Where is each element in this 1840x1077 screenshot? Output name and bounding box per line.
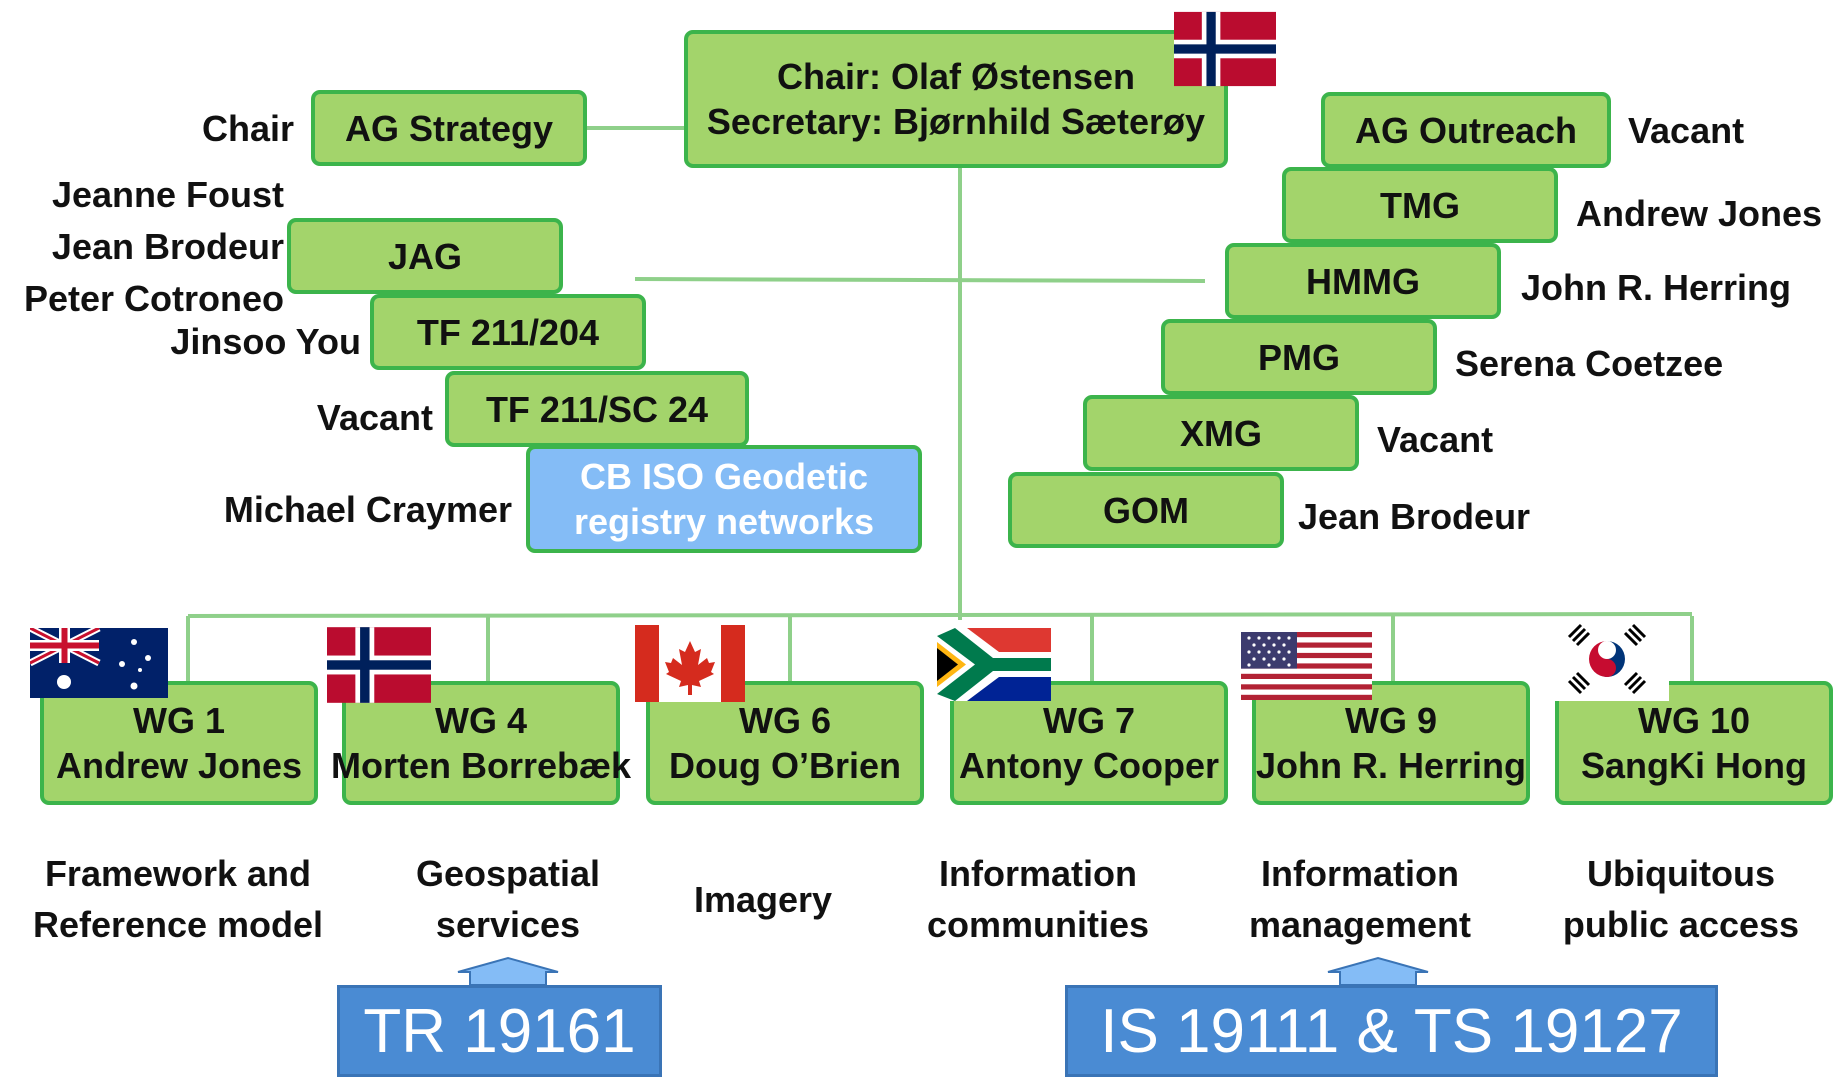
wg-name: WG 6 — [738, 700, 831, 741]
arrow-up-icon — [457, 956, 559, 986]
norway-flag-icon — [327, 626, 431, 704]
standard-box-is19111[interactable]: IS 19111 & TS 19127 — [1065, 985, 1718, 1077]
group-tmg[interactable]: TMG — [1282, 167, 1558, 243]
chair-box: Chair: Olaf Østensen Secretary: Bjørnhil… — [684, 30, 1228, 168]
wg-convenor: Andrew Jones — [55, 745, 303, 786]
australia-flag-icon — [30, 628, 168, 698]
desc-line: services — [435, 904, 581, 945]
wg-4-box[interactable]: WG 4 Morten Borrebæk — [331, 681, 631, 805]
south-africa-flag-icon — [937, 628, 1051, 701]
group-pmg[interactable]: PMG — [1161, 319, 1437, 395]
cb-box-line: CB ISO Geodetic — [579, 456, 869, 497]
wg-1-description: Framework and Reference model — [33, 848, 323, 950]
wg-convenor: John R. Herring — [1255, 745, 1527, 786]
wg-convenor: Doug O’Brien — [669, 745, 901, 786]
group-leader-label: Chair — [201, 108, 294, 149]
desc-line: Geospatial — [415, 853, 601, 894]
desc-line: public access — [1562, 904, 1800, 945]
group-leader-label: Peter Cotroneo — [23, 278, 284, 319]
group-tf-211-sc24[interactable]: TF 211/SC 24 — [445, 371, 749, 447]
wg-convenor: Morten Borrebæk — [330, 745, 632, 786]
desc-line: Information — [1261, 853, 1459, 894]
wg-10-description: Ubiquitous public access — [1563, 848, 1799, 950]
usa-flag-icon — [1241, 632, 1372, 700]
wg-6-description: Imagery — [694, 874, 832, 925]
group-gom[interactable]: GOM — [1008, 472, 1284, 548]
korea-flag-icon — [1545, 617, 1669, 701]
desc-line: management — [1248, 904, 1472, 945]
group-leader-label: Jeanne Foust — [51, 174, 284, 215]
group-tf-211-204[interactable]: TF 211/204 — [370, 294, 646, 370]
group-leader-label: Serena Coetzee — [1455, 343, 1724, 384]
group-leader-label: Jean Brodeur — [51, 226, 284, 267]
group-ag-outreach[interactable]: AG Outreach — [1321, 92, 1611, 168]
group-leader-label: John R. Herring — [1521, 267, 1792, 308]
group-leader-label: Michael Craymer — [223, 489, 512, 530]
wg-convenor: Antony Cooper — [959, 745, 1219, 786]
desc-line: Reference model — [32, 904, 324, 945]
desc-line: Information — [939, 853, 1137, 894]
wg-name: WG 4 — [434, 700, 527, 741]
wg-name: WG 7 — [1042, 700, 1135, 741]
arrow-up-icon — [1327, 956, 1429, 986]
norway-flag-icon — [1174, 10, 1276, 88]
wg-7-description: Information communities — [927, 848, 1149, 950]
wg-1-box[interactable]: WG 1 Andrew Jones — [40, 681, 318, 805]
wg-9-box[interactable]: WG 9 John R. Herring — [1252, 681, 1530, 805]
wg-10-box[interactable]: WG 10 SangKi Hong — [1555, 681, 1833, 805]
wg-6-box[interactable]: WG 6 Doug O’Brien — [646, 681, 924, 805]
group-hmmg[interactable]: HMMG — [1225, 243, 1501, 319]
desc-line: Ubiquitous — [1587, 853, 1775, 894]
group-xmg[interactable]: XMG — [1083, 395, 1359, 471]
wg-name: WG 1 — [132, 700, 225, 741]
canada-flag-icon — [635, 625, 745, 702]
wg-name: WG 9 — [1344, 700, 1437, 741]
wg-7-box[interactable]: WG 7 Antony Cooper — [950, 681, 1228, 805]
group-leader-label: Jinsoo You — [170, 321, 361, 362]
cb-box-line: registry networks — [573, 501, 875, 542]
secretary-line: Secretary: Bjørnhild Sæterøy — [706, 101, 1206, 142]
group-jag[interactable]: JAG — [287, 218, 563, 294]
group-leader-label: Jean Brodeur — [1298, 496, 1531, 537]
group-leader-label: Vacant — [1377, 419, 1494, 460]
cb-geodetic-box[interactable]: CB ISO Geodetic registry networks — [526, 445, 922, 553]
group-leader-label: Vacant — [1628, 110, 1745, 151]
group-leader-label: Andrew Jones — [1576, 193, 1823, 234]
group-leader-label: Vacant — [316, 397, 433, 438]
wg-convenor: SangKi Hong — [1581, 745, 1807, 786]
wg-9-description: Information management — [1249, 848, 1471, 950]
group-ag-strategy[interactable]: AG Strategy — [311, 90, 587, 166]
desc-line: Framework and — [44, 853, 312, 894]
wg-4-description: Geospatial services — [416, 848, 600, 950]
chair-line: Chair: Olaf Østensen — [776, 56, 1136, 97]
desc-line: Imagery — [693, 879, 833, 920]
desc-line: communities — [926, 904, 1150, 945]
standard-box-tr19161[interactable]: TR 19161 — [337, 985, 662, 1077]
wg-name: WG 10 — [1637, 700, 1751, 741]
